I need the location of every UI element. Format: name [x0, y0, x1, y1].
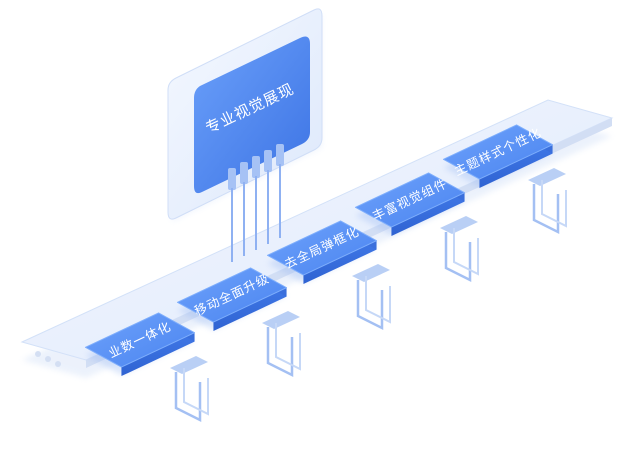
module-card-1: 业数一体化: [84, 312, 209, 423]
module-bracket: [170, 356, 209, 423]
module-bracket: [528, 168, 567, 235]
hub-connectors: [228, 144, 284, 190]
hub-wires: [231, 164, 281, 262]
window-dots: [35, 351, 61, 367]
module-card-2: 移动全面升级: [176, 267, 301, 378]
hub-monitor: 专业视觉展现: [167, 8, 323, 262]
module-bracket: [440, 216, 479, 283]
module-bracket: [262, 311, 301, 378]
module-card-5: 主题样式个性化: [442, 124, 567, 235]
module-bracket: [352, 264, 391, 331]
